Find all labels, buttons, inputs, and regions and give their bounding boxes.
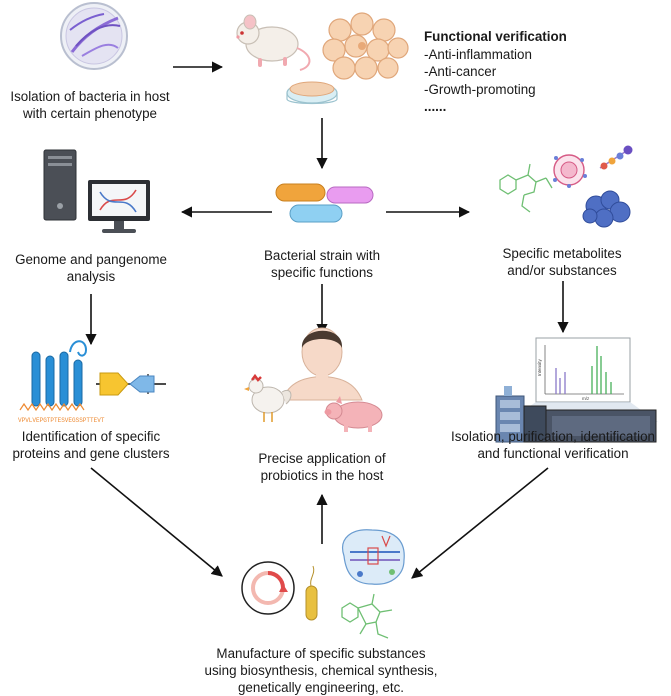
culture-dish-icon	[286, 81, 338, 105]
metabolites-icon	[499, 145, 633, 228]
cell-cluster-icon	[322, 12, 409, 80]
petri-dish-icon	[60, 2, 128, 70]
metabolites-label: Specific metabolites and/or substances	[502, 246, 622, 278]
arrow-purification-to-manufacture	[411, 467, 549, 579]
computer-dna-icon	[43, 149, 150, 233]
proteins-label: Identification of specific proteins and …	[12, 429, 170, 461]
spectrum-xlabel: m/z	[582, 396, 590, 401]
isolation-label: Isolation of bacteria in host with certa…	[10, 89, 170, 121]
purification-label: Isolation, purification, identification …	[451, 429, 655, 461]
verification-item: -Growth-promoting	[424, 81, 536, 97]
genetic-engineering-icon	[342, 529, 405, 585]
mouse-icon	[236, 14, 311, 71]
manufacture-label: Manufacture of specific substances using…	[204, 646, 438, 695]
genome-label: Genome and pangenome analysis	[15, 252, 167, 284]
plasmid-bacterium-icon	[241, 561, 318, 621]
host-person-animals-icon	[244, 327, 383, 432]
verification-item: ......	[424, 99, 447, 114]
spectrum-ylabel: Intensity	[537, 358, 542, 376]
functional-verification-panel: Functional verification -Anti-inflammati…	[424, 28, 567, 116]
functional-verification-title: Functional verification	[424, 29, 567, 44]
arrow-proteins-to-manufacture	[90, 467, 223, 577]
verification-item: -Anti-inflammation	[424, 46, 532, 62]
strain-label: Bacterial strain with specific functions	[263, 248, 381, 280]
bacteria-strains-icon	[275, 183, 374, 223]
mass-spectrometer-icon: Intensity m/z	[495, 337, 658, 443]
protein-gene-cluster-icon: VPVLVEPGTPTESVEGSSPTTEVT	[18, 340, 166, 424]
probiotics-label: Precise application of probiotics in the…	[258, 451, 386, 483]
verification-item: -Anti-cancer	[424, 64, 497, 79]
peptide-sequence: VPVLVEPGTPTESVEGSSPTTEVT	[18, 417, 105, 424]
chemical-structure-icon	[341, 593, 393, 639]
